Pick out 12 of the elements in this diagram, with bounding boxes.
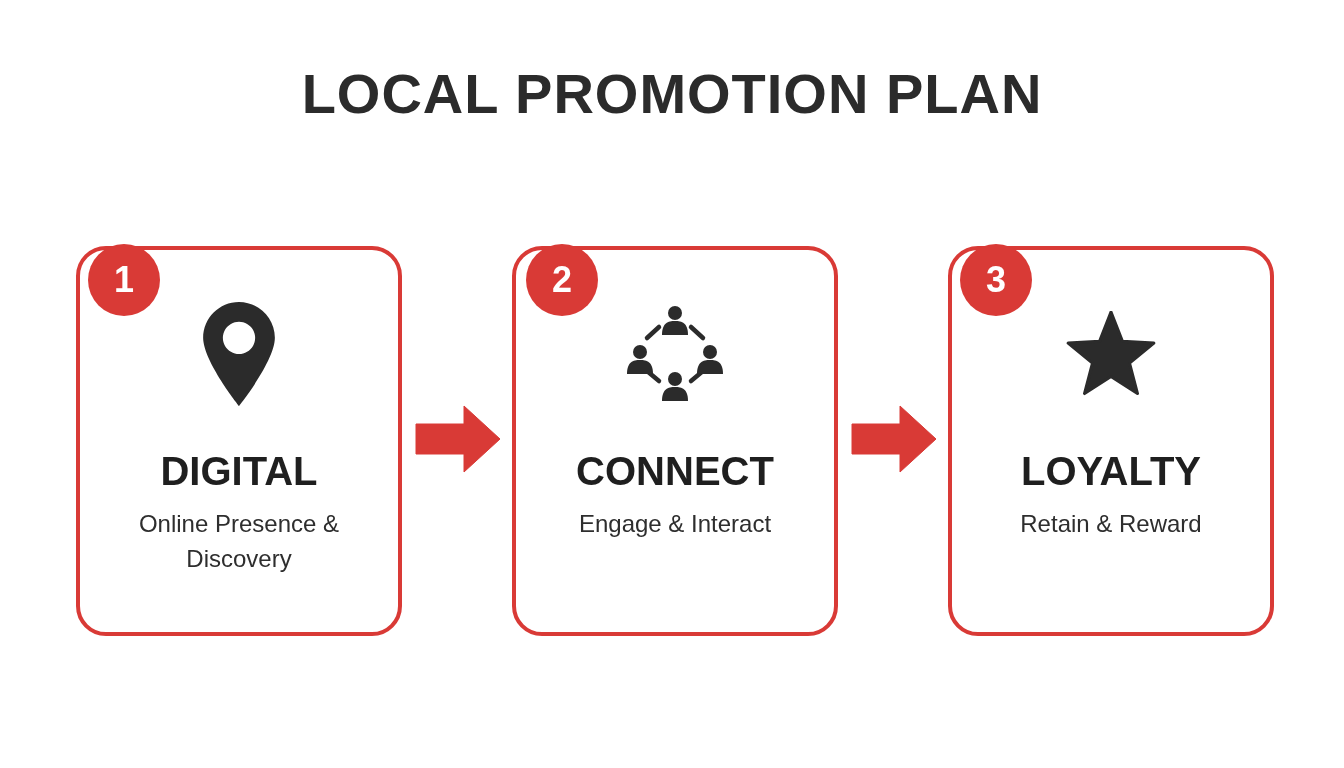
step-card (76, 246, 402, 636)
step-heading: DIGITAL (160, 448, 318, 494)
step-description: Retain & Reward (1020, 509, 1202, 539)
diagram-title: LOCAL PROMOTION PLAN (301, 61, 1043, 127)
step-description: Engage & Interact (578, 509, 772, 539)
step-card (512, 246, 838, 636)
step-card (948, 246, 1274, 636)
step-heading: CONNECT (576, 448, 774, 494)
step-heading: LOYALTY (1021, 448, 1201, 494)
arrow (415, 405, 501, 473)
step-description: Online Presence & Discovery (137, 509, 341, 574)
arrow (851, 405, 937, 473)
